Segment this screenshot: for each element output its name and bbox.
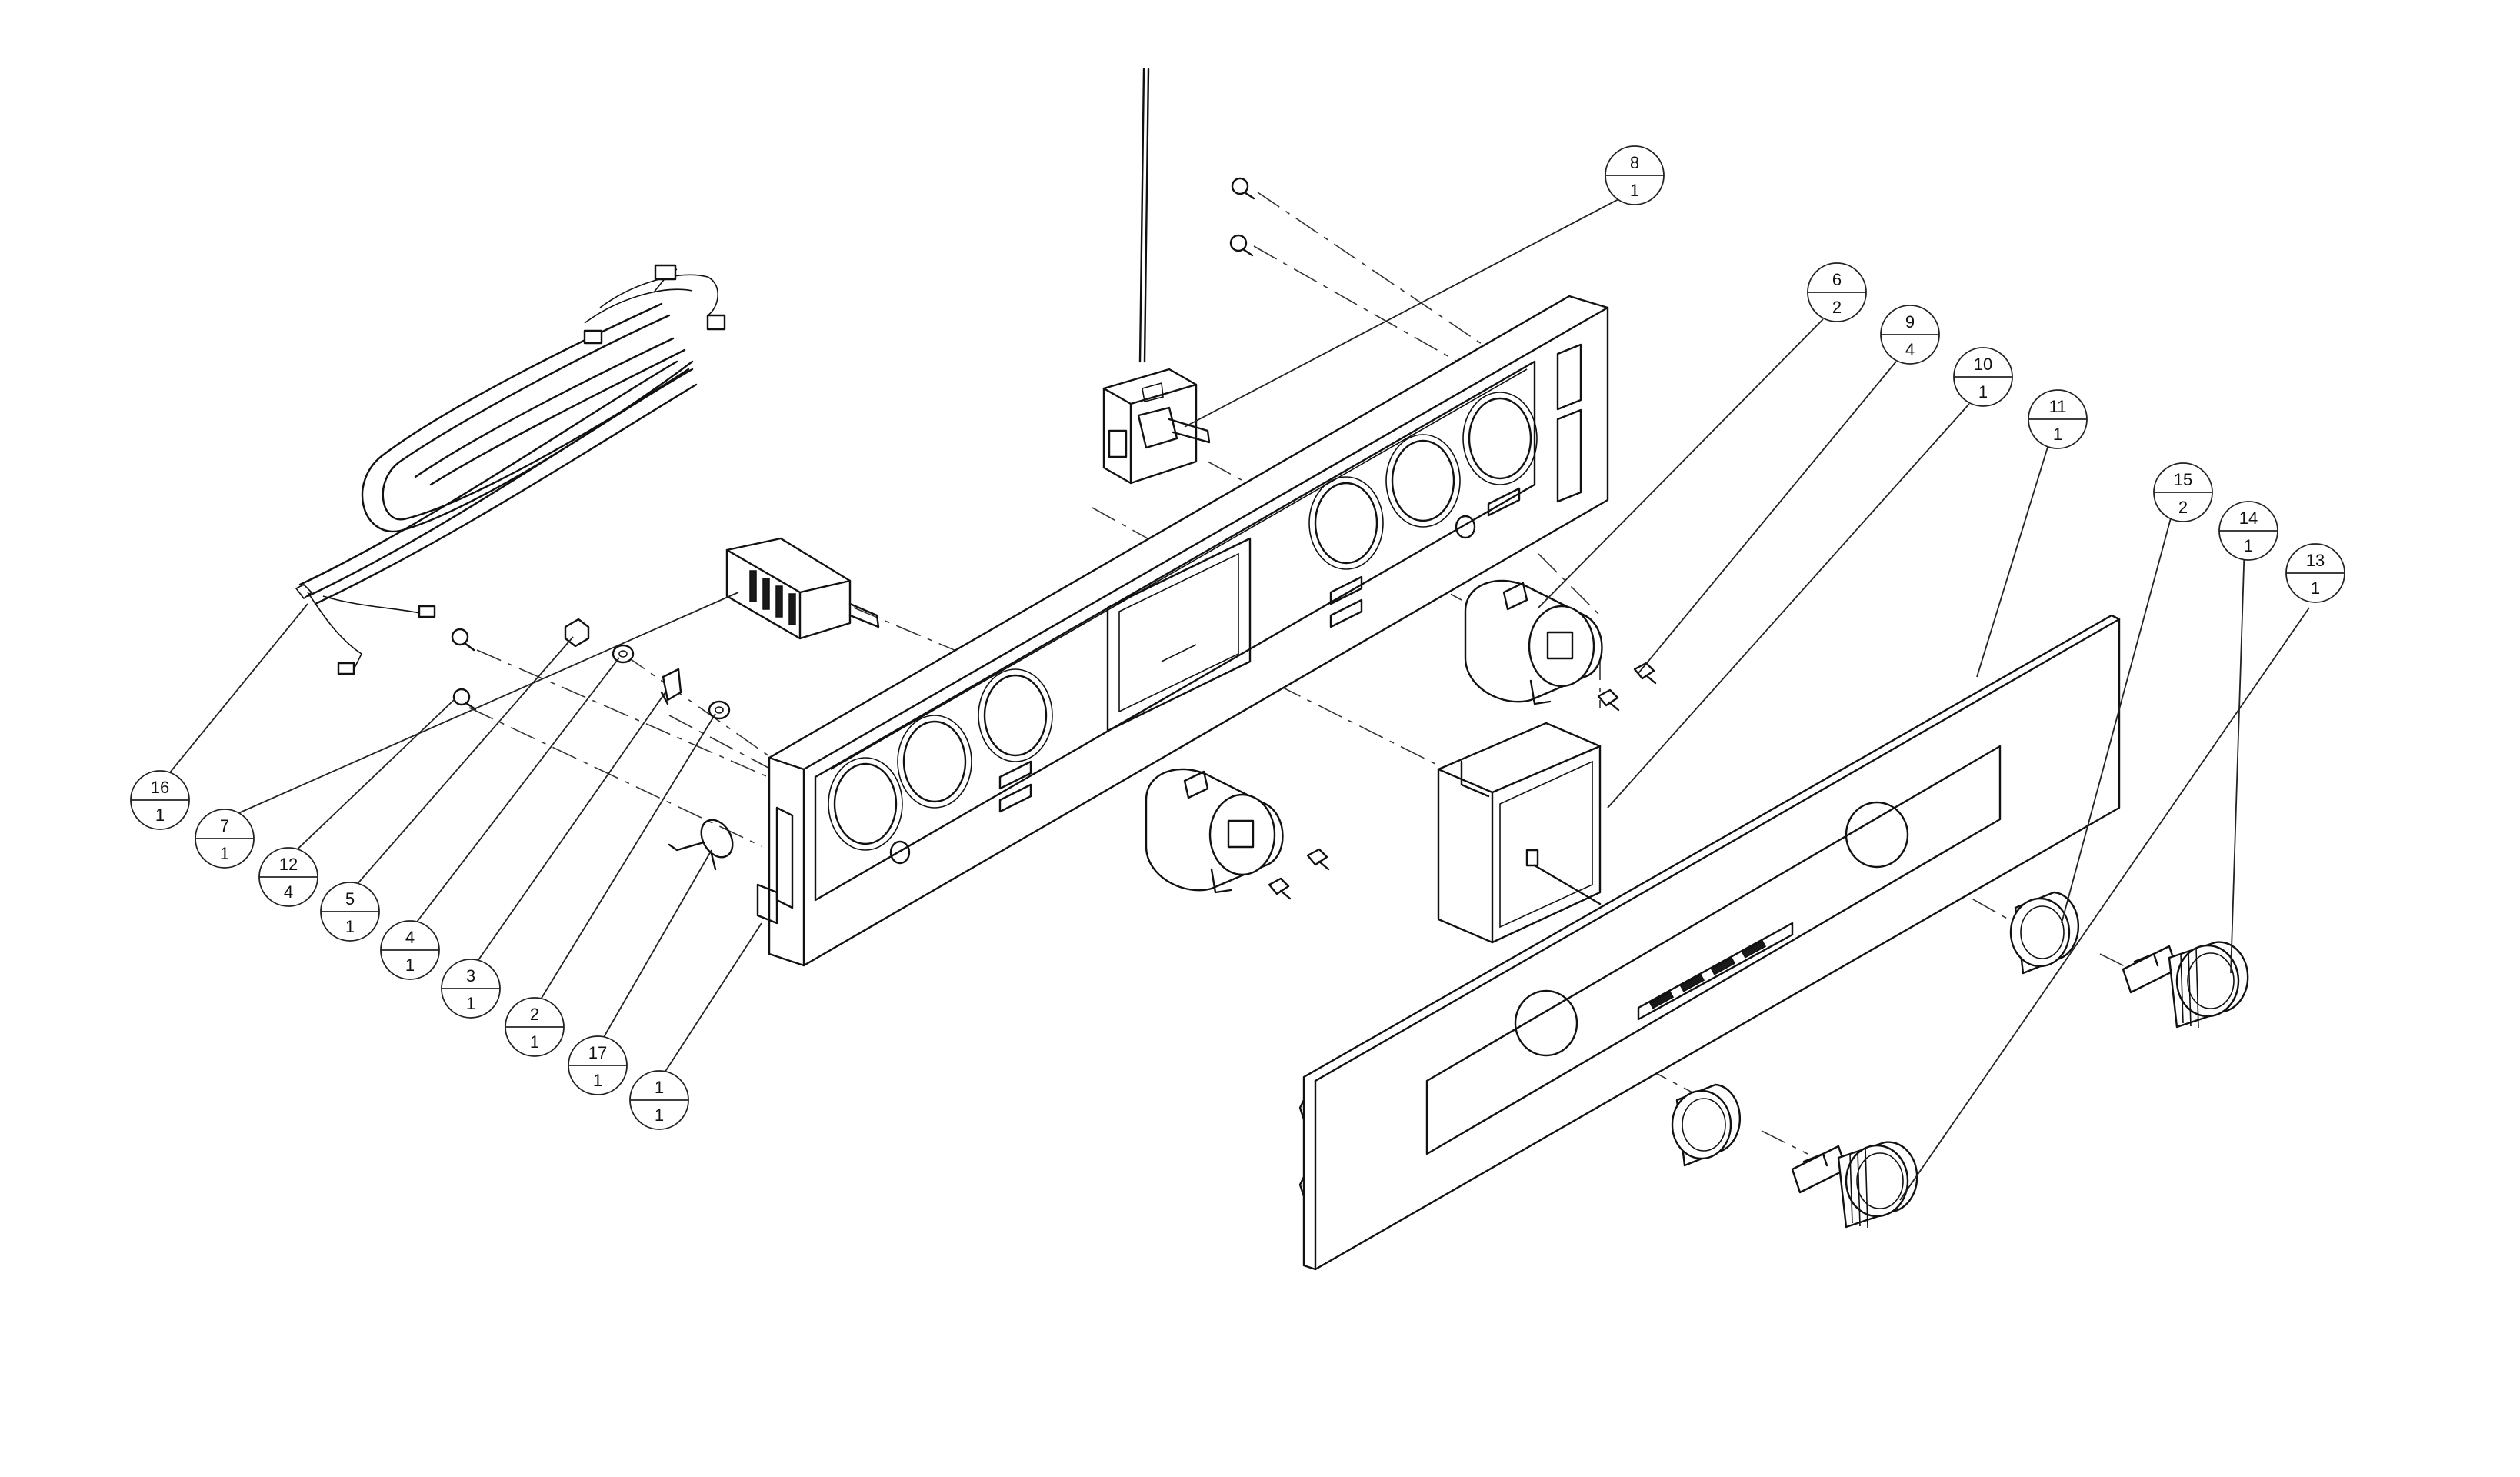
callout-16: 16 1	[130, 770, 190, 830]
callout-item: 2	[530, 1005, 539, 1024]
callout-13: 13 1	[2285, 543, 2345, 603]
leader-lines	[159, 190, 2310, 1201]
burner-switch-left	[1145, 768, 1284, 894]
callout-1: 1 1	[629, 1070, 689, 1130]
callout-5: 5 1	[320, 882, 380, 942]
callout-qty: 1	[2311, 578, 2320, 598]
screw-8	[1306, 848, 1330, 871]
callout-item: 15	[2174, 470, 2192, 489]
callout-item: 16	[151, 778, 169, 797]
selector-switch	[725, 537, 880, 640]
callout-item: 9	[1905, 312, 1915, 332]
callout-8: 8 1	[1605, 145, 1665, 205]
callout-qty: 1	[220, 844, 229, 863]
callout-item: 11	[2049, 397, 2067, 416]
washer-1	[612, 644, 635, 664]
control-panel-frame	[756, 295, 1609, 967]
callout-qty: 4	[284, 882, 293, 902]
screw-7	[1597, 688, 1620, 712]
control-knob-left	[1791, 1141, 1918, 1229]
callout-qty: 1	[466, 994, 475, 1013]
screw-4	[452, 688, 477, 711]
callout-item: 13	[2306, 551, 2325, 570]
callout-item: 17	[588, 1043, 607, 1062]
callout-item: 4	[405, 928, 415, 947]
timer-module	[1437, 722, 1602, 944]
callout-balloons: 8 1 6 2 9 4 10 1 11 1 15 2	[130, 145, 2345, 1130]
callout-2: 2 1	[505, 997, 565, 1057]
callout-item: 6	[1832, 270, 1842, 289]
heating-element-harness	[295, 264, 726, 675]
callout-qty: 1	[2053, 425, 2062, 444]
thermostat	[1102, 68, 1211, 485]
callout-qty: 1	[1978, 382, 1988, 402]
callout-item: 8	[1630, 153, 1639, 172]
spring-clip	[668, 819, 734, 871]
callout-17: 17 1	[568, 1035, 628, 1095]
callout-12: 12 4	[258, 847, 318, 907]
callout-11: 11 1	[2028, 389, 2088, 449]
callout-qty: 4	[1905, 340, 1915, 359]
callout-qty: 1	[1630, 181, 1639, 200]
screw-1	[1231, 177, 1255, 200]
callout-qty: 1	[2244, 536, 2253, 555]
callout-item: 1	[655, 1078, 664, 1097]
front-glass-panel	[1298, 614, 2121, 1271]
callout-qty: 1	[345, 917, 355, 936]
screw-6	[1633, 662, 1657, 685]
callout-item: 7	[220, 816, 229, 835]
callout-4: 4 1	[380, 920, 440, 980]
callout-qty: 2	[2178, 498, 2188, 517]
callout-7: 7 1	[195, 809, 255, 869]
callout-15: 15 2	[2153, 462, 2213, 522]
callout-qty: 1	[593, 1071, 602, 1090]
screw-3	[451, 628, 475, 652]
callout-qty: 1	[655, 1105, 664, 1125]
callout-qty: 1	[405, 955, 415, 975]
screws-and-fasteners	[451, 177, 1657, 900]
callout-6: 6 2	[1807, 262, 1867, 322]
callout-item: 3	[466, 966, 475, 985]
screw-2	[1229, 234, 1254, 257]
control-knob-right	[2122, 941, 2249, 1029]
knob-bezel-left	[1671, 1083, 1742, 1167]
callout-9: 9 4	[1880, 305, 1940, 365]
callout-qty: 2	[1832, 298, 1842, 317]
callout-item: 14	[2239, 508, 2258, 528]
callout-qty: 1	[530, 1032, 539, 1052]
callout-3: 3 1	[441, 959, 501, 1019]
screw-9	[1268, 877, 1292, 900]
callout-item: 12	[279, 855, 298, 874]
callout-14: 14 1	[2218, 501, 2278, 561]
bracket-clip	[660, 668, 682, 705]
knob-bezel-right	[2009, 891, 2080, 975]
callout-qty: 1	[155, 805, 165, 825]
callout-item: 5	[345, 889, 355, 909]
callout-10: 10 1	[1953, 347, 2013, 407]
washer-2	[708, 700, 731, 720]
callout-item: 10	[1974, 355, 1992, 374]
burner-switch-right	[1464, 579, 1603, 705]
